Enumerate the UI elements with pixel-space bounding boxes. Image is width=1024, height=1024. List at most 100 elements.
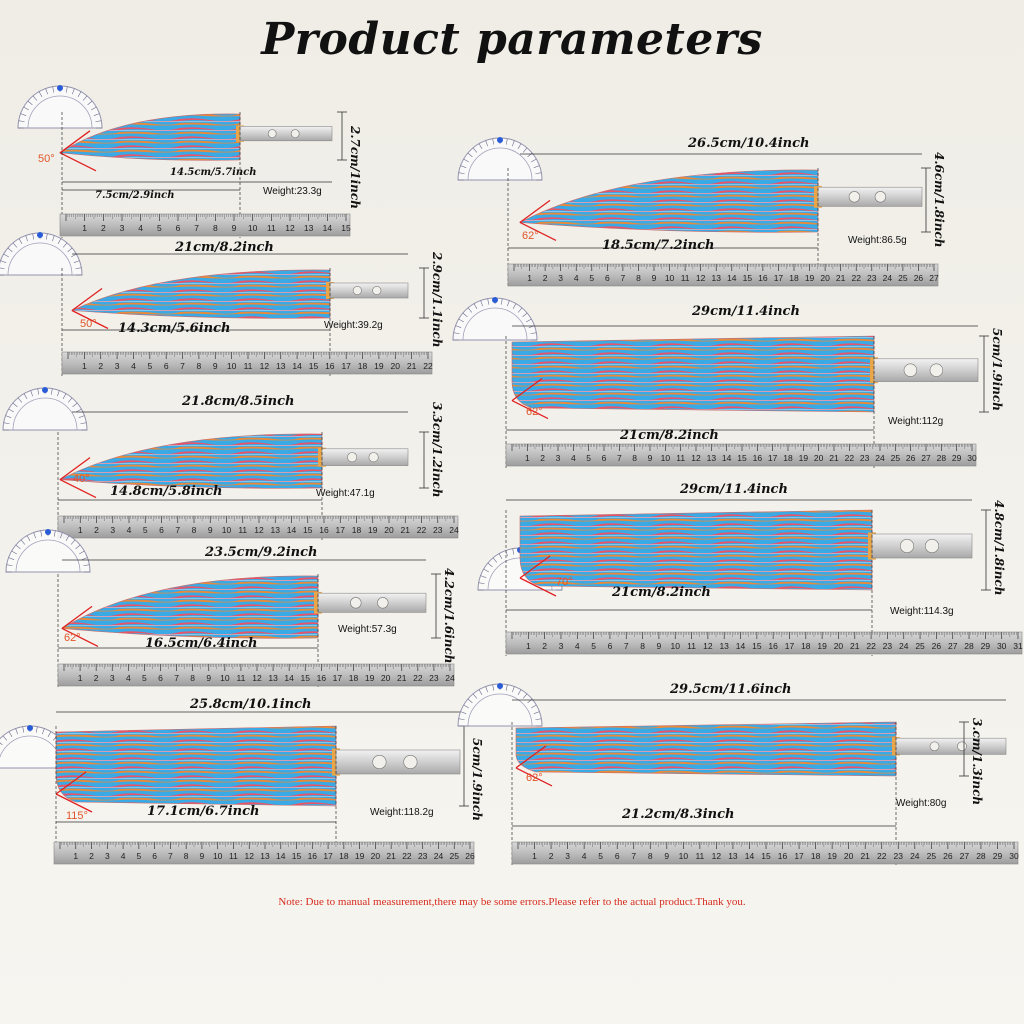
- weight-label: Weight:39.2g: [324, 320, 383, 331]
- angle-line: [55, 771, 87, 795]
- knife-tang: [329, 282, 409, 299]
- ruler-number: 22: [851, 273, 861, 283]
- ruler-number: 18: [358, 361, 368, 371]
- protractor-tick: [2, 735, 8, 741]
- ruler-number: 24: [883, 273, 893, 283]
- protractor: [0, 232, 83, 276]
- ruler-number: 11: [687, 641, 696, 651]
- ruler-number: 9: [208, 525, 213, 535]
- angle-line: [511, 378, 543, 402]
- blade-height-label: 4.2cm/1.6inch: [442, 568, 456, 664]
- protractor-tick: [18, 238, 23, 244]
- ruler-number: 28: [976, 851, 986, 861]
- ruler-number: 3: [558, 273, 563, 283]
- ruler-number: 22: [845, 453, 855, 463]
- ruler: [507, 263, 939, 287]
- blade-length-label: 16.5cm/6.4inch: [145, 636, 258, 651]
- ruler-number: 26: [465, 851, 475, 861]
- ruler-number: 19: [368, 525, 378, 535]
- protractor-tick: [32, 233, 35, 240]
- knife-tang: [317, 592, 427, 613]
- protractor-tick: [23, 393, 28, 399]
- protractor-tick: [52, 86, 55, 93]
- ruler-number: 19: [827, 851, 837, 861]
- ruler-number: 9: [652, 273, 657, 283]
- protractor-tick: [492, 138, 495, 145]
- protractor-tick: [23, 106, 29, 111]
- ruler-number: 13: [711, 273, 721, 283]
- protractor-tick: [45, 233, 48, 240]
- blade-height-label: 4.8cm/1.8inch: [992, 500, 1006, 596]
- protractor-tick: [512, 548, 515, 555]
- ruler-number: 1: [532, 851, 537, 861]
- protractor-tick: [26, 535, 31, 541]
- ruler-number: 23: [433, 525, 443, 535]
- weight-label: Weight:23.3g: [263, 186, 322, 197]
- ruler-number: 14: [745, 851, 755, 861]
- ruler-number: 12: [260, 361, 270, 371]
- ruler-number: 21: [829, 453, 839, 463]
- angle-line: [59, 130, 91, 154]
- ruler-number: 9: [200, 851, 205, 861]
- protractor-marker: [497, 137, 503, 143]
- protractor-tick: [95, 120, 102, 123]
- ruler-number: 13: [271, 525, 281, 535]
- protractor-tick: [533, 711, 540, 714]
- ruler-number: 18: [352, 525, 362, 535]
- ruler-number: 2: [549, 851, 554, 861]
- protractor-tick: [47, 731, 52, 737]
- weight-label: Weight:118.2g: [370, 807, 434, 818]
- protractor-tick: [11, 550, 17, 555]
- protractor-tick: [460, 711, 467, 714]
- protractor-tick: [79, 550, 85, 555]
- protractor-tick: [478, 582, 485, 585]
- protractor-tick: [478, 143, 483, 149]
- angle-line: [61, 605, 93, 629]
- protractor-tick: [67, 397, 73, 403]
- tang-hole: [874, 191, 887, 203]
- ruler-number: 30: [1009, 851, 1019, 861]
- ruler-number: 29: [952, 453, 962, 463]
- ruler-number: 27: [929, 273, 939, 283]
- ruler-number: 24: [434, 851, 444, 861]
- protractor-tick: [15, 544, 21, 550]
- ruler: [505, 631, 1023, 655]
- measurement-note: Note: Due to manual measurement,there ma…: [278, 896, 746, 908]
- ruler-number: 25: [915, 641, 925, 651]
- page-title: Product parameters: [261, 14, 763, 65]
- ruler-number: 11: [676, 453, 685, 463]
- angle-line: [61, 627, 99, 647]
- ruler-number: 2: [98, 361, 103, 371]
- ruler-number: 22: [417, 525, 427, 535]
- ruler-number: 22: [413, 673, 423, 683]
- weight-label: Weight:80g: [896, 798, 947, 809]
- tang-hole: [350, 597, 362, 609]
- blade-height-label: 3.cm/1.3inch: [970, 718, 984, 806]
- angle-line: [515, 767, 553, 787]
- ruler-number: 16: [778, 851, 788, 861]
- protractor-marker: [27, 725, 33, 731]
- angle-line: [519, 555, 551, 579]
- ruler-number: 16: [308, 851, 318, 861]
- protractor-tick: [522, 693, 528, 699]
- ruler-number: 11: [229, 851, 238, 861]
- ruler-number: 5: [591, 641, 596, 651]
- protractor-tick: [93, 113, 100, 116]
- ruler-number: 15: [752, 641, 762, 651]
- protractor-tick: [87, 100, 93, 106]
- ruler-number: 12: [254, 525, 264, 535]
- knife-blade: [511, 335, 875, 413]
- protractor-tick: [512, 303, 517, 309]
- blade-height-label: 5cm/1.9inch: [470, 738, 484, 821]
- weight-label: Weight:114.3g: [890, 606, 954, 617]
- ruler-number: 10: [679, 851, 689, 861]
- protractor-tick: [7, 247, 13, 253]
- ruler-number: 19: [365, 673, 375, 683]
- ruler-number: 26: [932, 641, 942, 651]
- ruler-number: 9: [206, 673, 211, 683]
- protractor-tick: [60, 532, 63, 539]
- knife-tang: [335, 749, 461, 775]
- ruler-number: 15: [301, 673, 311, 683]
- ruler-number: 18: [789, 273, 799, 283]
- ruler-number: 22: [866, 641, 876, 651]
